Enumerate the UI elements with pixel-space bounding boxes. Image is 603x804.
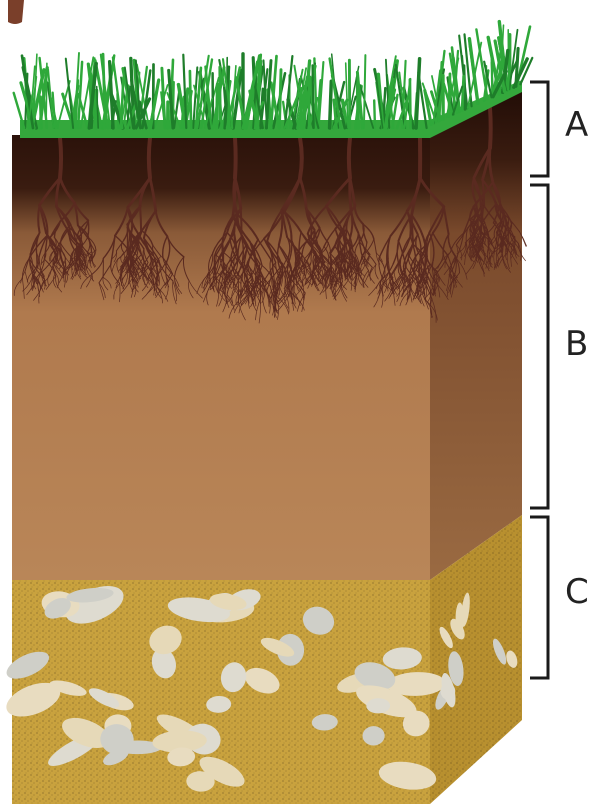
grass-blade [410,80,411,128]
root [300,138,302,178]
grass-blade [416,59,420,128]
grass-blade [14,93,24,128]
grass-blade [330,81,332,128]
horizon-label-b: B [565,324,588,364]
root [235,138,236,178]
grass-blade [516,48,518,86]
root [128,243,129,259]
grass-layer [14,22,533,138]
grass-blade [162,68,165,128]
bracket-b [530,185,548,508]
grass-blade [313,65,314,128]
horizon-label-a: A [565,105,588,145]
root [241,209,242,237]
grass-blade [364,55,366,128]
root [490,108,491,148]
grass-blade [462,76,464,110]
grass-blade [279,70,281,128]
grass-blade [374,100,375,128]
soil-side-face [430,85,522,580]
grass-blade [449,74,450,117]
stump [8,0,24,24]
root [149,138,150,178]
root [140,206,141,232]
root [60,138,61,178]
bracket-c [530,517,548,678]
root [349,138,350,178]
horizon-label-c: C [565,572,589,612]
bracket-a [530,82,548,176]
